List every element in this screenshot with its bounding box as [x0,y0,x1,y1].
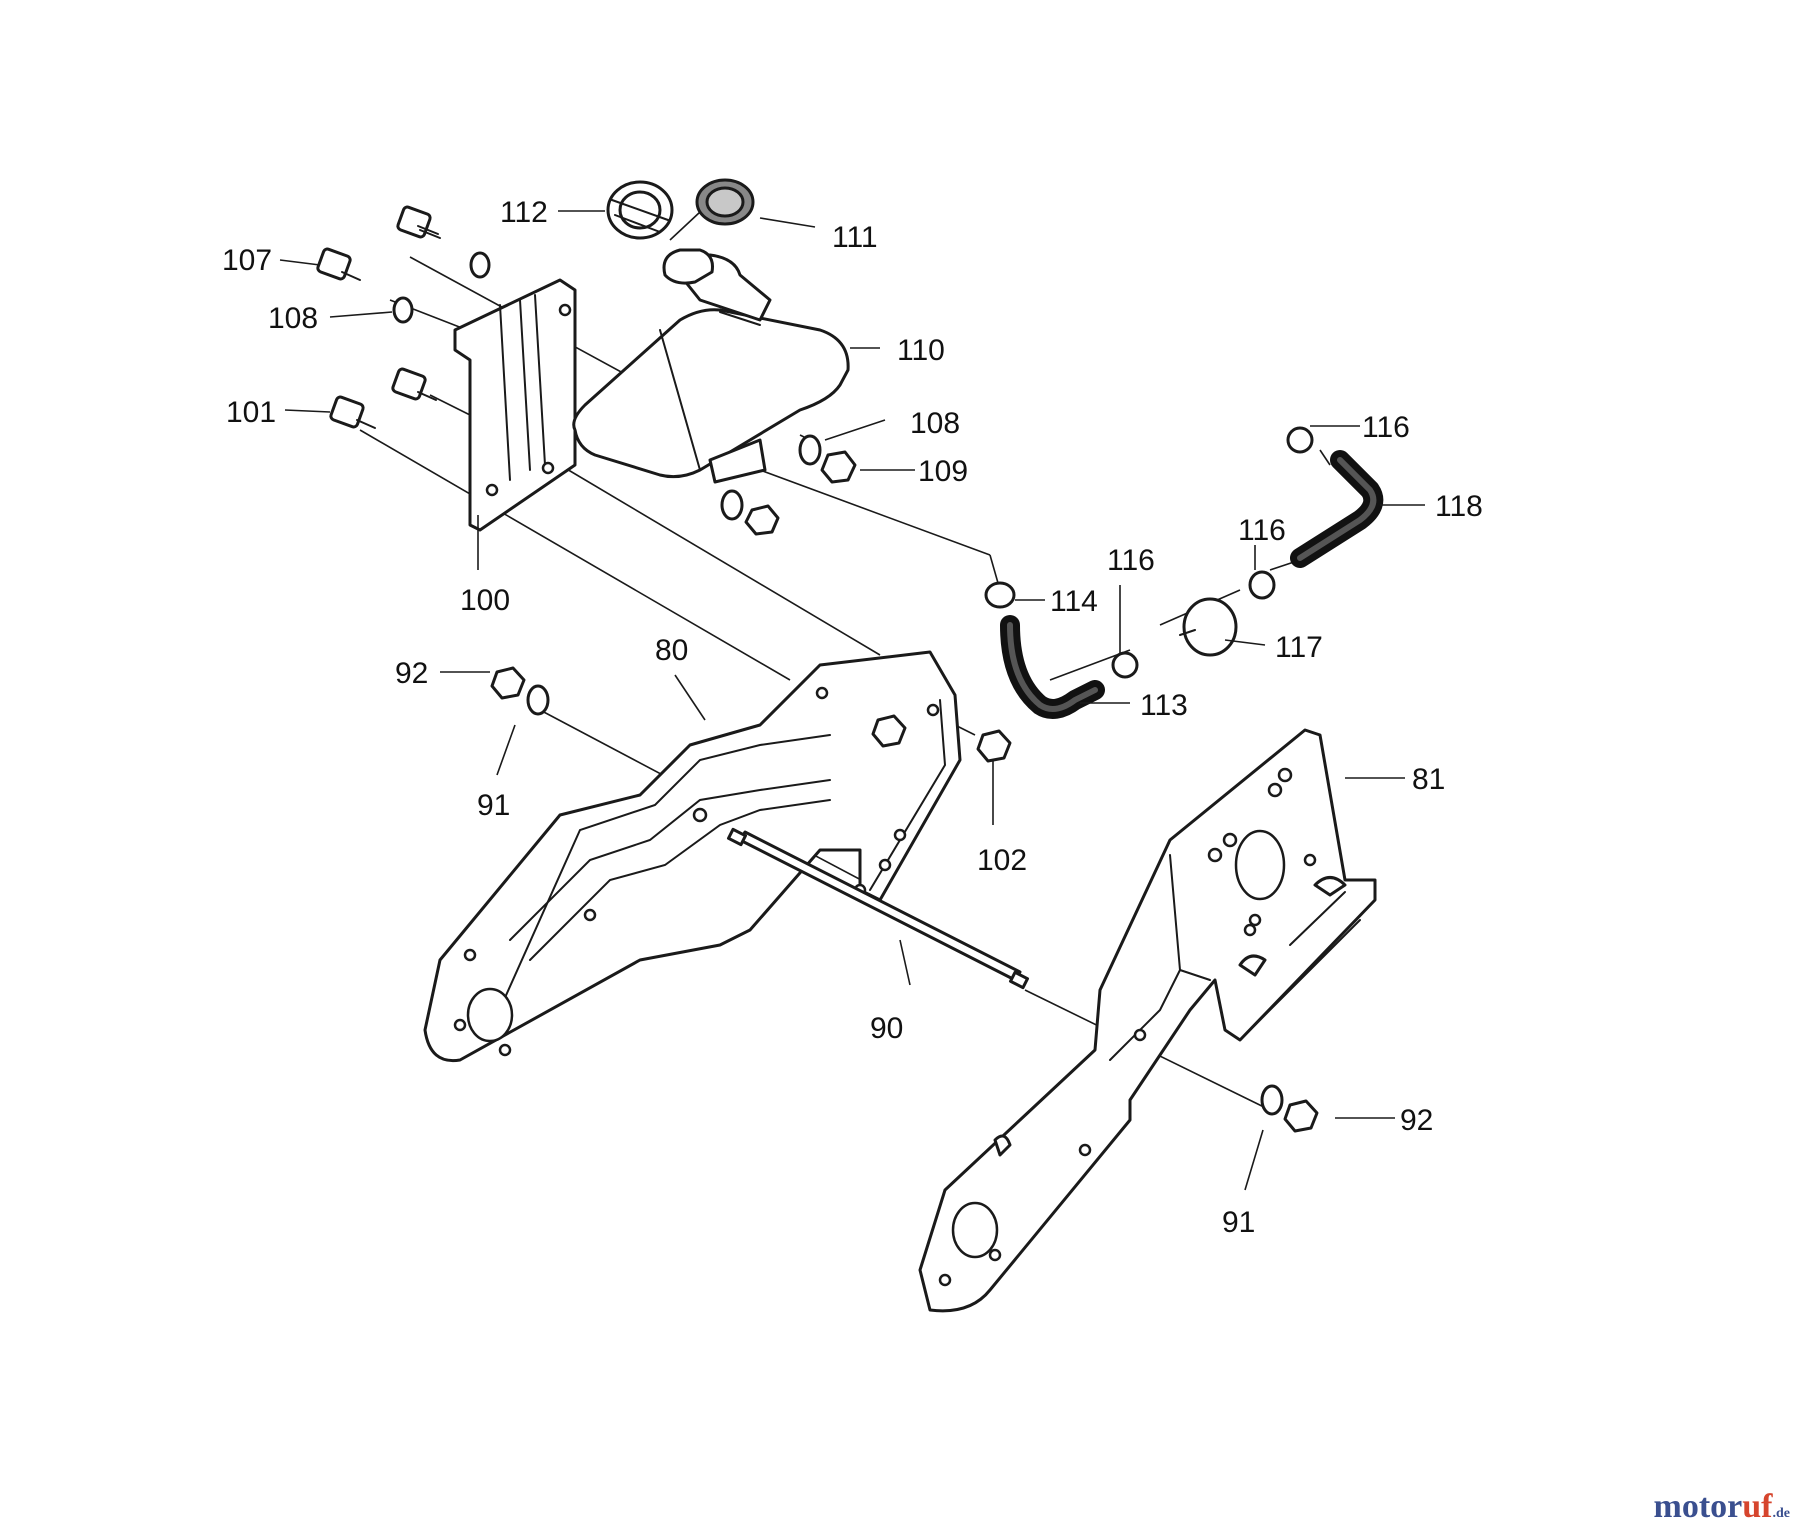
brand-part-1: motor [1653,1488,1743,1525]
right-plate-part-81 [918,728,1377,1313]
callout-114: 114 [1050,585,1098,618]
callout-92: 92 [395,657,428,690]
callout-90: 90 [870,1012,903,1045]
tank-bracket-part-100 [453,278,577,532]
callout-92-b: 92 [1400,1104,1433,1137]
callout-116: 116 [1362,411,1410,444]
callout-117: 117 [1275,631,1323,664]
callout-116-b: 116 [1107,544,1155,577]
brand-part-3: .de [1772,1506,1791,1521]
callout-109: 109 [918,455,968,488]
nuts-and-washers [490,666,1319,1133]
callout-108-b: 108 [910,407,960,440]
brand-watermark: motoruf.de [1654,1488,1790,1526]
left-plate-part-80 [423,650,962,1063]
fuel-tank-part-110 [572,248,850,484]
callout-101: 101 [226,396,276,429]
callout-91: 91 [477,789,510,822]
callout-116-c: 116 [1238,514,1286,547]
callout-leaders [279,210,1425,1191]
fuel-line-parts [984,426,1384,719]
axle-rod-part-90 [726,827,1030,990]
callout-81: 81 [1412,763,1445,796]
callout-80: 80 [655,634,688,667]
brand-part-2: uf [1742,1488,1773,1525]
callout-112: 112 [500,196,548,229]
tank-cap-part-112 [606,180,674,240]
callout-100: 100 [460,584,510,617]
cap-filter-part-111 [695,178,755,226]
callout-108: 108 [268,302,318,335]
callout-labels: 112 111 107 108 110 101 108 109 116 118 … [222,196,1483,1239]
callout-111: 111 [832,221,878,254]
callout-107: 107 [222,244,272,277]
callout-91-b: 91 [1222,1206,1255,1239]
callout-110: 110 [897,334,945,367]
callout-118: 118 [1435,490,1483,523]
callout-102: 102 [977,844,1027,877]
bolts-and-washers [316,205,857,536]
callout-113: 113 [1140,689,1188,722]
